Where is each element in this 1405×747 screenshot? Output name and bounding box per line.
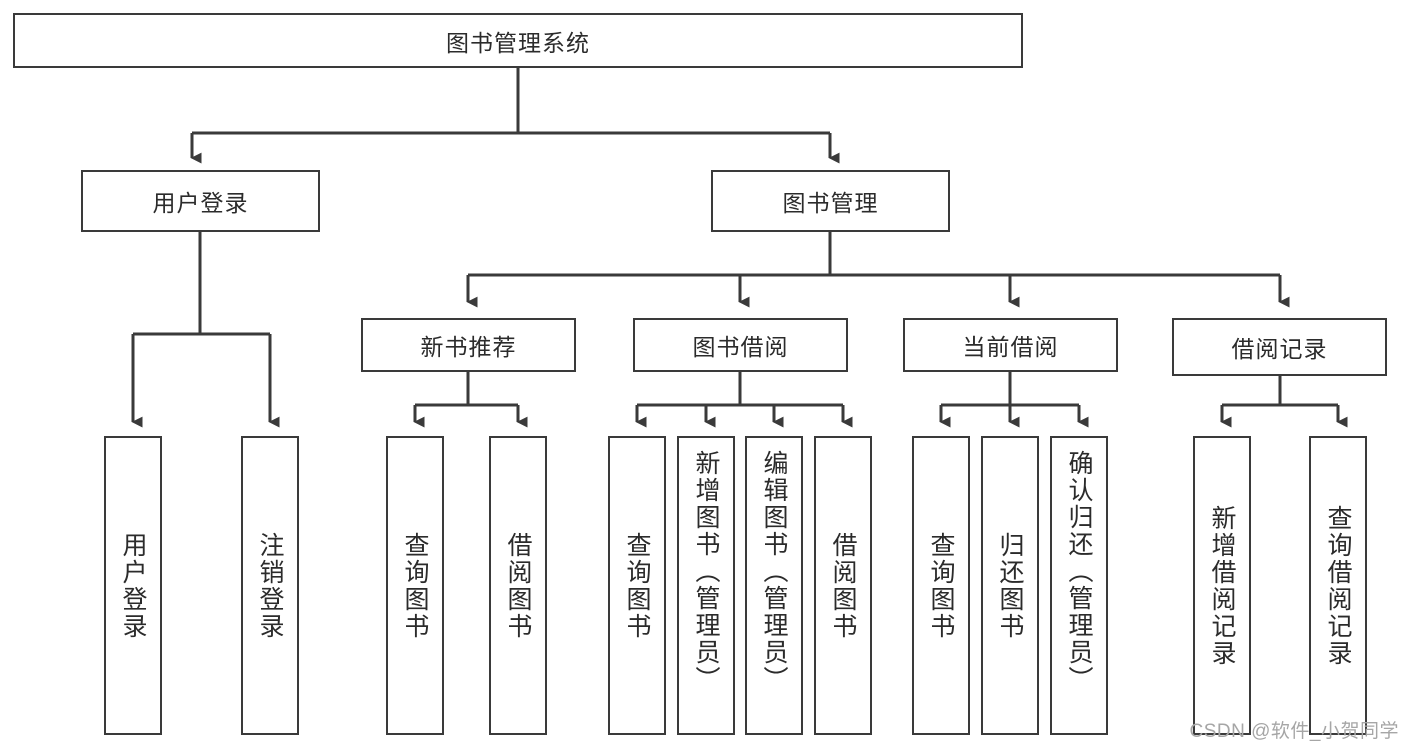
node-label: 图书管理系统 — [446, 29, 590, 56]
node-label: 确认归还（管理员） — [1065, 450, 1093, 693]
node-label: 查询图书 — [401, 531, 429, 640]
node-label: 查询图书 — [927, 531, 955, 640]
leaf-book-borrow-query-book[interactable]: 查询图书 — [608, 436, 666, 735]
leaf-current-borrow-confirm-return-admin[interactable]: 确认归还（管理员） — [1050, 436, 1108, 735]
node-label: 借阅记录 — [1231, 336, 1328, 362]
leaf-book-borrow-borrow-book[interactable]: 借阅图书 — [814, 436, 872, 735]
leaf-current-borrow-return-book[interactable]: 归还图书 — [981, 436, 1039, 735]
node-label: 查询借阅记录 — [1324, 504, 1352, 667]
node-book-management[interactable]: 图书管理 — [711, 170, 950, 232]
node-label: 借阅图书 — [829, 531, 857, 640]
node-label: 注销登录 — [256, 531, 284, 640]
node-label: 当前借阅 — [962, 334, 1059, 360]
leaf-current-borrow-query-book[interactable]: 查询图书 — [912, 436, 970, 735]
node-borrow-record[interactable]: 借阅记录 — [1172, 318, 1387, 376]
node-label: 新增借阅记录 — [1208, 504, 1236, 667]
node-book-borrow[interactable]: 图书借阅 — [633, 318, 848, 372]
leaf-book-borrow-add-book-admin[interactable]: 新增图书（管理员） — [677, 436, 735, 735]
node-current-borrow[interactable]: 当前借阅 — [903, 318, 1118, 372]
leaf-user-login-logout[interactable]: 注销登录 — [241, 436, 299, 735]
node-new-book-recommend[interactable]: 新书推荐 — [361, 318, 576, 372]
node-label: 新增图书（管理员） — [692, 450, 720, 693]
leaf-user-login-login[interactable]: 用户登录 — [104, 436, 162, 735]
leaf-new-book-borrow-book[interactable]: 借阅图书 — [489, 436, 547, 735]
leaf-borrow-record-query-record[interactable]: 查询借阅记录 — [1309, 436, 1367, 735]
leaf-borrow-record-add-record[interactable]: 新增借阅记录 — [1193, 436, 1251, 735]
watermark-text: CSDN @软件_小贺同学 — [1189, 721, 1399, 742]
node-label: 编辑图书（管理员） — [760, 450, 788, 693]
leaf-book-borrow-edit-book-admin[interactable]: 编辑图书（管理员） — [745, 436, 803, 735]
node-label: 借阅图书 — [504, 531, 532, 640]
node-label: 图书管理 — [782, 190, 879, 216]
node-label: 查询图书 — [623, 531, 651, 640]
leaf-new-book-query-book[interactable]: 查询图书 — [386, 436, 444, 735]
node-label: 用户登录 — [119, 531, 147, 640]
node-root-book-management-system[interactable]: 图书管理系统 — [13, 13, 1023, 68]
node-label: 新书推荐 — [420, 334, 517, 360]
node-label: 归还图书 — [996, 531, 1024, 640]
node-label: 图书借阅 — [692, 334, 789, 360]
node-label: 用户登录 — [152, 190, 249, 216]
node-user-login[interactable]: 用户登录 — [81, 170, 320, 232]
